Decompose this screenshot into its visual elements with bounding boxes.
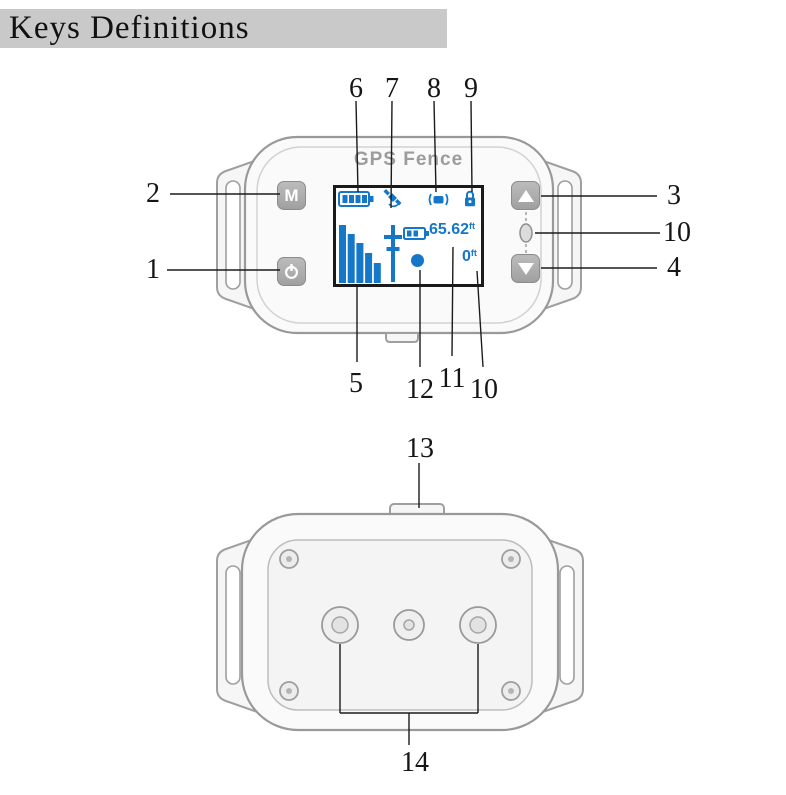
up-button <box>511 181 540 210</box>
callout-label-10-right: 10 <box>663 217 691 248</box>
antenna-icon <box>384 225 402 282</box>
power-icon <box>284 264 299 279</box>
front-strap-slot-right <box>557 180 573 290</box>
distance-value: 65.62 <box>429 221 470 238</box>
screw-dot <box>508 556 514 562</box>
gps-satellite-icon <box>383 189 402 208</box>
callout-label-6: 6 <box>349 73 363 104</box>
callout-label-2: 2 <box>146 178 160 209</box>
front-bottom-tab <box>385 332 419 343</box>
callout-label-4: 4 <box>667 252 681 283</box>
callout-label-8: 8 <box>427 73 441 104</box>
down-arrow-icon <box>517 262 534 275</box>
side-indicator <box>519 223 533 243</box>
up-arrow-icon <box>517 189 534 202</box>
callout-label-14: 14 <box>401 747 429 778</box>
callout-label-3: 3 <box>667 180 681 211</box>
back-strap-slot-right <box>559 565 575 685</box>
small-battery-icon <box>403 227 429 240</box>
center-screw-inner <box>403 619 415 631</box>
vibration-icon <box>428 193 449 206</box>
secondary-unit: ft <box>470 248 477 258</box>
callout-label-11: 11 <box>438 363 466 394</box>
back-device <box>216 503 584 732</box>
mode-button: M <box>277 181 306 210</box>
screw-dot <box>286 556 292 562</box>
callout-label-5: 5 <box>349 368 363 399</box>
contact-point-left-inner <box>331 616 349 634</box>
back-corner-screws <box>279 549 521 701</box>
lock-icon <box>465 190 475 207</box>
front-body-inner-line <box>256 146 542 324</box>
power-button <box>277 257 306 286</box>
down-button <box>511 254 540 283</box>
screw-dot <box>286 688 292 694</box>
front-strap-slot-left <box>225 180 241 290</box>
callout-label-7: 7 <box>385 73 399 104</box>
contact-point-right-inner <box>469 616 487 634</box>
secondary-value: 0 <box>462 248 471 265</box>
position-dot-icon <box>411 254 424 267</box>
callout-label-13: 13 <box>406 433 434 464</box>
distance-reading: 65.62ft <box>429 222 475 238</box>
brand-text: GPS Fence <box>353 149 464 170</box>
back-strap-slot-left <box>225 565 241 685</box>
screw-dot <box>508 688 514 694</box>
page-title: Keys Definitions <box>0 9 447 48</box>
callout-label-9: 9 <box>464 73 478 104</box>
mode-button-label: M <box>284 185 299 205</box>
battery-icon <box>338 191 374 207</box>
callout-label-10-bottom: 10 <box>470 374 498 405</box>
secondary-distance-reading: 0ft <box>462 249 477 265</box>
signal-bars-icon <box>339 225 381 283</box>
callout-label-12: 12 <box>406 374 434 405</box>
callout-label-1: 1 <box>146 254 160 285</box>
distance-unit: ft <box>469 221 476 231</box>
lcd-screen: 65.62ft 0ft <box>333 185 484 287</box>
